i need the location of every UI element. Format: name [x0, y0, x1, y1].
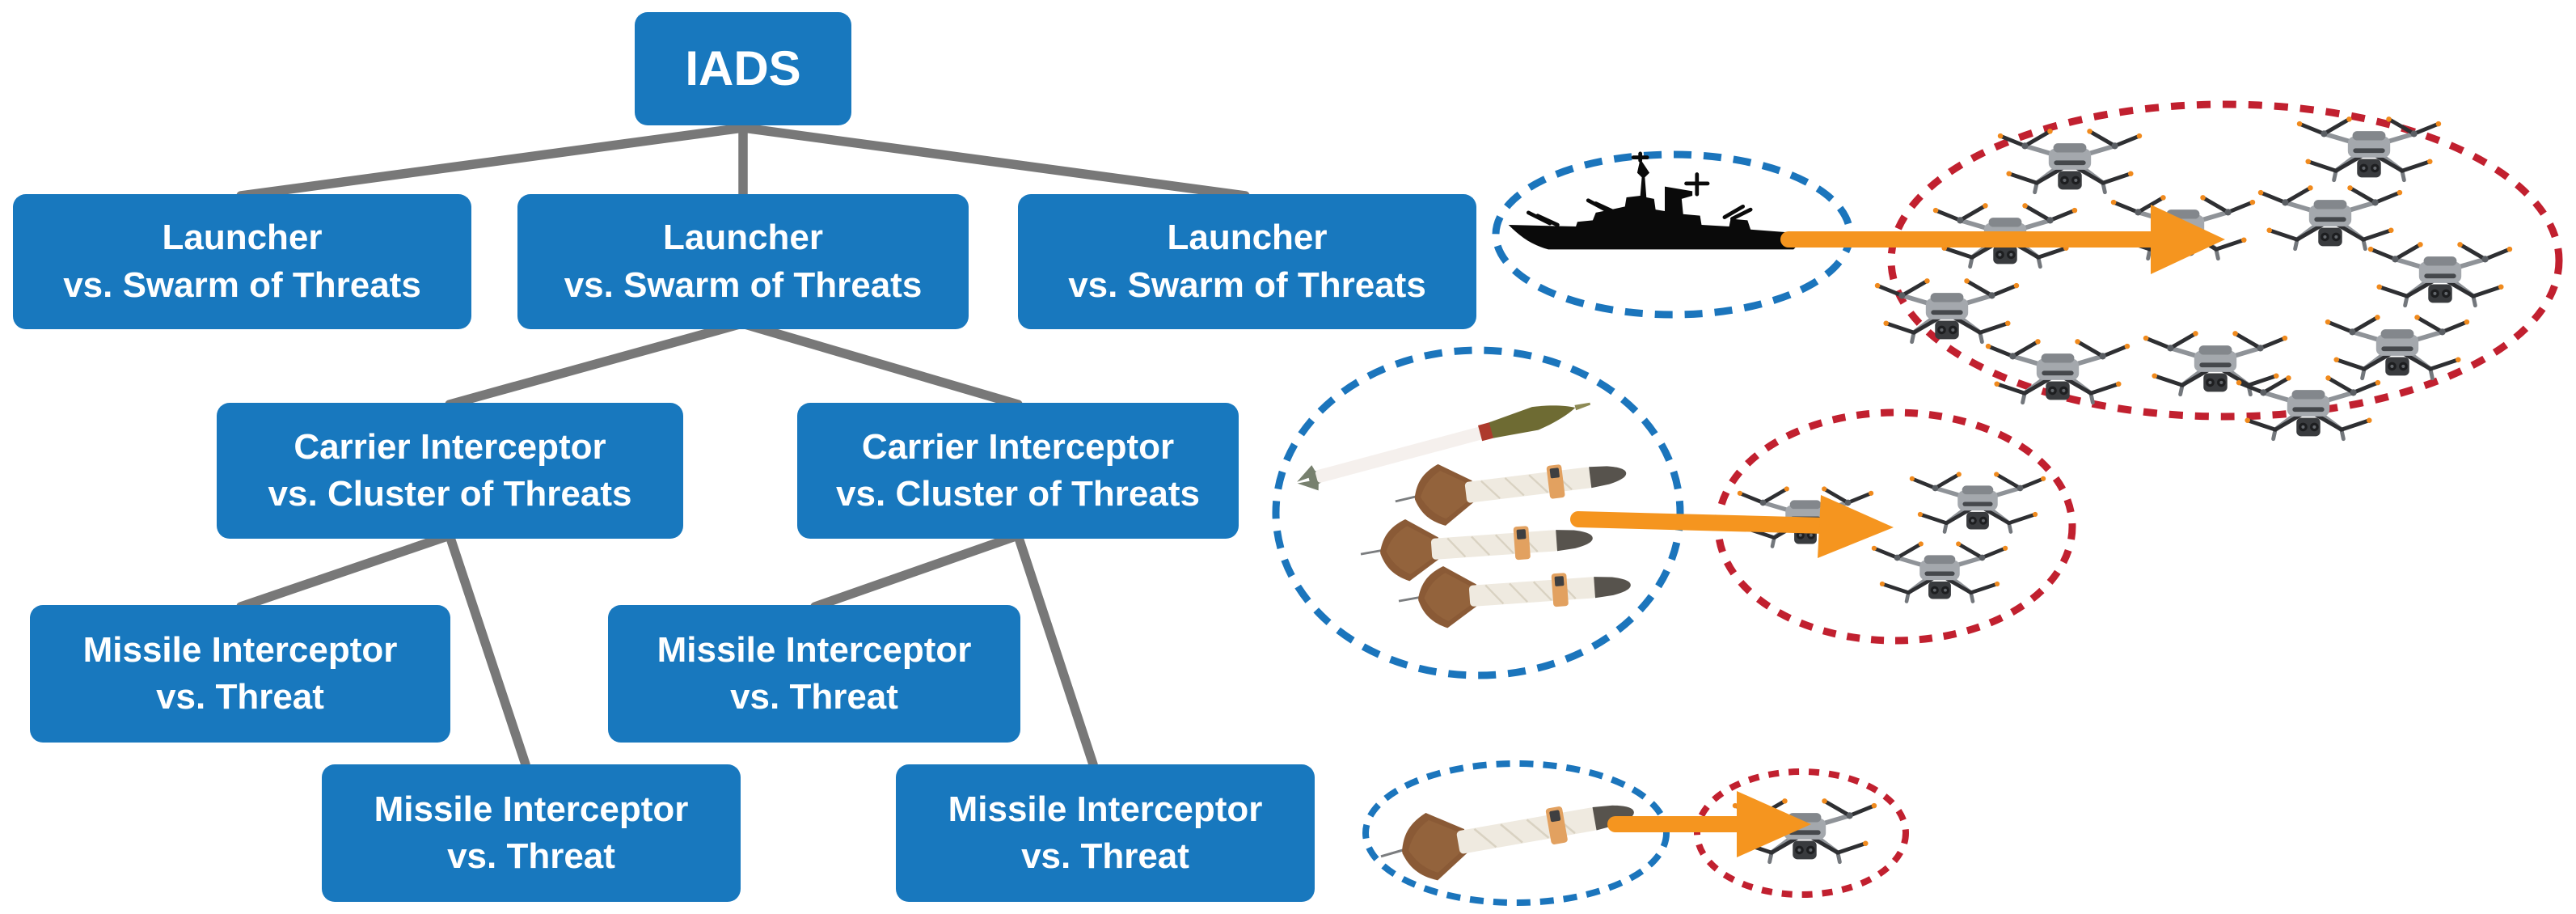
connector-launcher-carrier-2	[737, 319, 1023, 409]
drone-icon	[2325, 315, 2469, 379]
connector-carrier1-missile-1	[236, 531, 454, 611]
drone-cluster	[1738, 472, 2046, 601]
connector-iads-launcher-3	[738, 123, 1250, 201]
drone-icon	[1986, 339, 2130, 403]
node-carrier-interceptor-1-label: Carrier Interceptor vs. Cluster of Threa…	[268, 426, 632, 514]
drone-icon	[2143, 331, 2287, 395]
connector-iads-launcher-1	[236, 123, 748, 201]
node-launcher-3-label: Launcher vs. Swarm of Threats	[1068, 218, 1426, 305]
engagement-arrow	[1607, 791, 1811, 857]
missile-icon	[1357, 505, 1596, 586]
cluster-engagement-group	[1272, 346, 2076, 679]
interceptor-ellipse-icon	[1362, 760, 1670, 906]
node-missile-interceptor-3: Missile Interceptor vs. Threat	[322, 764, 741, 902]
engagement-arrow	[1780, 205, 2225, 274]
drone-icon	[2368, 242, 2512, 306]
connector-carrier2-missile-2	[810, 531, 1023, 611]
connector-launcher-carrier-1	[445, 319, 747, 409]
missile-icon	[1395, 552, 1634, 633]
single-engagement-group	[1362, 760, 1909, 906]
drone-icon	[2258, 185, 2402, 249]
drone-icon	[2297, 116, 2441, 180]
connector-carrier2-missile-4	[1013, 531, 1098, 769]
node-launcher-2-label: Launcher vs. Swarm of Threats	[564, 218, 923, 305]
threat-ellipse-icon	[1887, 100, 2563, 421]
node-missile-interceptor-1: Missile Interceptor vs. Threat	[30, 605, 450, 743]
node-iads: IADS	[635, 12, 851, 125]
node-missile-interceptor-4: Missile Interceptor vs. Threat	[896, 764, 1315, 902]
connector-carrier1-missile-3	[445, 531, 530, 769]
node-launcher-3: Launcher vs. Swarm of Threats	[1018, 194, 1476, 329]
node-launcher-1-label: Launcher vs. Swarm of Threats	[63, 218, 421, 305]
drone-swarm	[1875, 116, 2512, 439]
node-missile-interceptor-4-label: Missile Interceptor vs. Threat	[948, 789, 1263, 876]
node-missile-interceptor-1-label: Missile Interceptor vs. Threat	[82, 629, 398, 717]
missile-icon	[1373, 776, 1641, 891]
drone-icon	[1872, 541, 2008, 601]
interceptor-ellipse-icon	[1272, 346, 1684, 679]
node-launcher-2: Launcher vs. Swarm of Threats	[517, 194, 969, 329]
node-launcher-1: Launcher vs. Swarm of Threats	[13, 194, 471, 329]
swarm-engagement-group	[1492, 100, 2563, 439]
drone-icon	[1910, 472, 2046, 531]
node-missile-interceptor-2-label: Missile Interceptor vs. Threat	[657, 629, 972, 717]
engagement-arrow	[1570, 495, 1894, 558]
threat-ellipse-icon	[1694, 768, 1909, 898]
node-missile-interceptor-3-label: Missile Interceptor vs. Threat	[374, 789, 689, 876]
node-carrier-interceptor-2-label: Carrier Interceptor vs. Cluster of Threa…	[836, 426, 1200, 514]
battleship-icon	[1509, 154, 1806, 249]
drone-icon	[1998, 129, 2142, 193]
node-missile-interceptor-2: Missile Interceptor vs. Threat	[608, 605, 1020, 743]
node-iads-label: IADS	[685, 41, 801, 96]
drone-icon	[1875, 278, 2019, 342]
node-carrier-interceptor-1: Carrier Interceptor vs. Cluster of Threa…	[217, 403, 683, 539]
node-carrier-interceptor-2: Carrier Interceptor vs. Cluster of Threa…	[797, 403, 1239, 539]
